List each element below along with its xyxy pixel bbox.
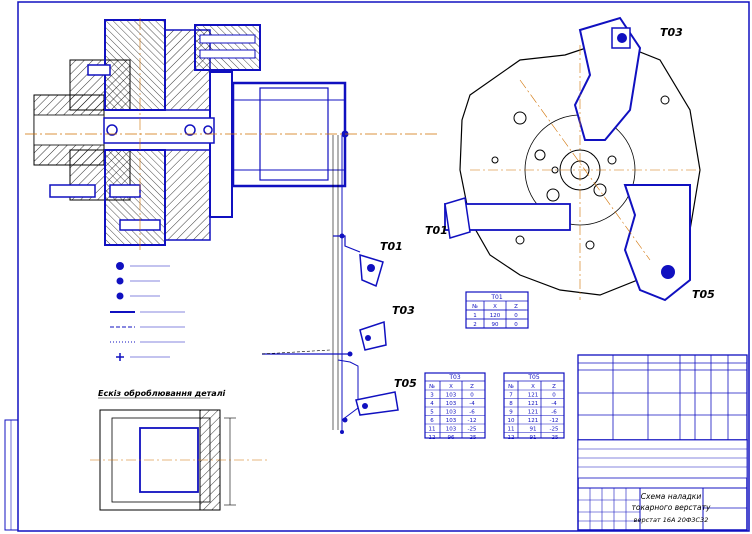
tool-t01-sketch: T01 (359, 240, 403, 288)
t05-cell: 91 (530, 435, 537, 441)
t05-cell: -25 (550, 435, 559, 441)
t05-cell: 121 (528, 418, 539, 424)
title-line-3: верстат 16А 20Ф3С32 (634, 516, 709, 524)
t05-cell: 121 (528, 410, 539, 416)
t03-cell: -25 (468, 435, 477, 441)
t03-cell: 3 (430, 393, 434, 399)
t01-header-cell: Z (514, 304, 518, 310)
t05-cell: 91 (530, 427, 537, 433)
t03-cell: 11 (429, 427, 436, 433)
t01-cell: 0 (514, 313, 518, 319)
table-t01: T01 № X Z 1 120 0 2 90 0 (465, 291, 529, 329)
t01-cell: 0 (514, 322, 518, 328)
t01-cell: 90 (492, 322, 499, 328)
t03-cell: 103 (446, 418, 457, 424)
t05-cell: -25 (550, 427, 559, 433)
t01-header-cell: X (493, 304, 497, 310)
t05-cell: -12 (550, 418, 559, 424)
table-t01-title: T01 (490, 294, 502, 301)
t03-header-cell: Z (470, 384, 474, 390)
t01-cell: 2 (473, 322, 477, 328)
t01-cell: 1 (473, 313, 477, 319)
t01-cell: 120 (490, 313, 501, 319)
t03-header-cell: № (429, 384, 435, 390)
t05-cell: 10 (508, 418, 515, 424)
turret: T03 T01 T05 (425, 16, 715, 302)
t05-header-cell: Z (552, 384, 556, 390)
title-line-2: токарного верстату (632, 503, 712, 512)
t03-cell: -12 (468, 418, 477, 424)
title-line-1: Схема наладки (641, 492, 702, 501)
t03-cell: -6 (469, 410, 475, 416)
t03-cell: 96 (448, 435, 455, 441)
t05-cell: -4 (551, 401, 557, 407)
t03-cell: 5 (430, 410, 434, 416)
t05-cell: -6 (551, 410, 557, 416)
t05-cell: 8 (509, 401, 513, 407)
tool-t05-sketch: T05 (355, 377, 417, 416)
t03-cell: 0 (470, 393, 474, 399)
sheet-frame (4, 1, 750, 532)
title-block: Схема наладки токарного верстату верстат… (577, 439, 748, 531)
t05-cell: 12 (508, 435, 515, 441)
t03-header-cell: X (449, 384, 453, 390)
t05-header-cell: X (531, 384, 535, 390)
t05-cell: 121 (528, 393, 539, 399)
label-t03-tool: T03 (392, 304, 415, 317)
label-t05-turret: T05 (692, 288, 715, 301)
t03-cell: 103 (446, 427, 457, 433)
t03-cell: 4 (430, 401, 434, 407)
label-t01-turret: T01 (425, 224, 448, 237)
table-t05-title: T05 (527, 374, 539, 381)
t03-cell: 103 (446, 401, 457, 407)
label-t03-turret: T03 (660, 26, 683, 39)
t05-cell: 11 (508, 427, 515, 433)
t01-header-cell: № (472, 304, 478, 310)
t05-cell: 7 (509, 393, 513, 399)
legend (110, 262, 185, 361)
tool-path (261, 135, 361, 434)
t05-cell: 121 (528, 401, 539, 407)
table-t03-title: T03 (448, 374, 460, 381)
table-t03: T03 № X Z 3 103 0 4 103 -4 5 103 -6 6 103 -12 11 103 -25 1… (424, 372, 486, 441)
t03-cell: -4 (469, 401, 475, 407)
chuck-assembly (33, 19, 349, 246)
table-t05: T05 № X Z 7 121 0 8 121 -4 9 121 -6 10 121 -12 11 91 -25 1… (503, 372, 565, 441)
section-title: Ескіз оброблювання деталі (98, 388, 226, 398)
t03-cell: 103 (446, 410, 457, 416)
t05-cell: 9 (509, 410, 513, 416)
t03-cell: -25 (468, 427, 477, 433)
t03-cell: 6 (430, 418, 434, 424)
t05-cell: 0 (552, 393, 556, 399)
label-t05-tool: T05 (394, 377, 417, 390)
tool-t03-sketch: T03 (359, 304, 415, 351)
t03-cell: 12 (429, 435, 436, 441)
process-table (577, 354, 748, 441)
label-t01-tool: T01 (380, 240, 403, 253)
t05-header-cell: № (508, 384, 514, 390)
t03-cell: 103 (446, 393, 457, 399)
section-sketch: Ескіз оброблювання деталі (90, 388, 270, 511)
